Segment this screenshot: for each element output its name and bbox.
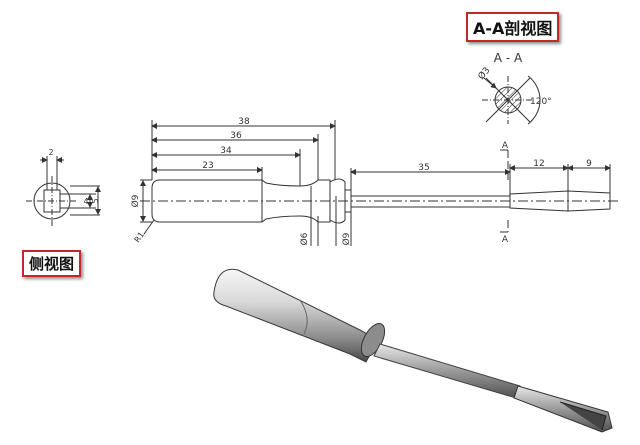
dim-34: 34 — [220, 146, 232, 156]
dim-dia9-left: Ø9 — [130, 194, 141, 207]
shaft-3d — [373, 343, 521, 399]
section-view-label: A-A剖视图 — [466, 12, 560, 42]
dim-dia9-right: Ø9 — [341, 232, 352, 245]
side-view-label: 侧视图 — [22, 250, 82, 277]
cut-label-top: A — [502, 141, 509, 151]
blade-3d — [513, 385, 613, 433]
dim-9: 9 — [586, 159, 592, 169]
dim-23: 23 — [202, 161, 213, 171]
dim-36: 36 — [230, 131, 242, 141]
front-view — [140, 120, 620, 246]
dim-r1: R1 — [133, 230, 146, 244]
cut-label-bottom: A — [502, 235, 509, 245]
screwdriver-3d — [213, 268, 613, 433]
section-angle: 120° — [530, 97, 552, 107]
side-view — [26, 156, 101, 228]
section-view — [482, 75, 541, 125]
side-dim-5: 5 — [91, 198, 100, 203]
handle-3d — [213, 268, 379, 363]
collar-outline — [329, 178, 346, 224]
side-dim-2: 2 — [48, 148, 53, 157]
dim-38: 38 — [238, 117, 250, 127]
section-title: A - A — [494, 51, 523, 65]
section-dia: Ø3 — [476, 65, 493, 82]
dim-35: 35 — [418, 163, 429, 173]
dim-12: 12 — [533, 159, 544, 169]
dim-dia6: Ø6 — [299, 232, 310, 245]
side-dim-4: 4 — [83, 197, 88, 206]
